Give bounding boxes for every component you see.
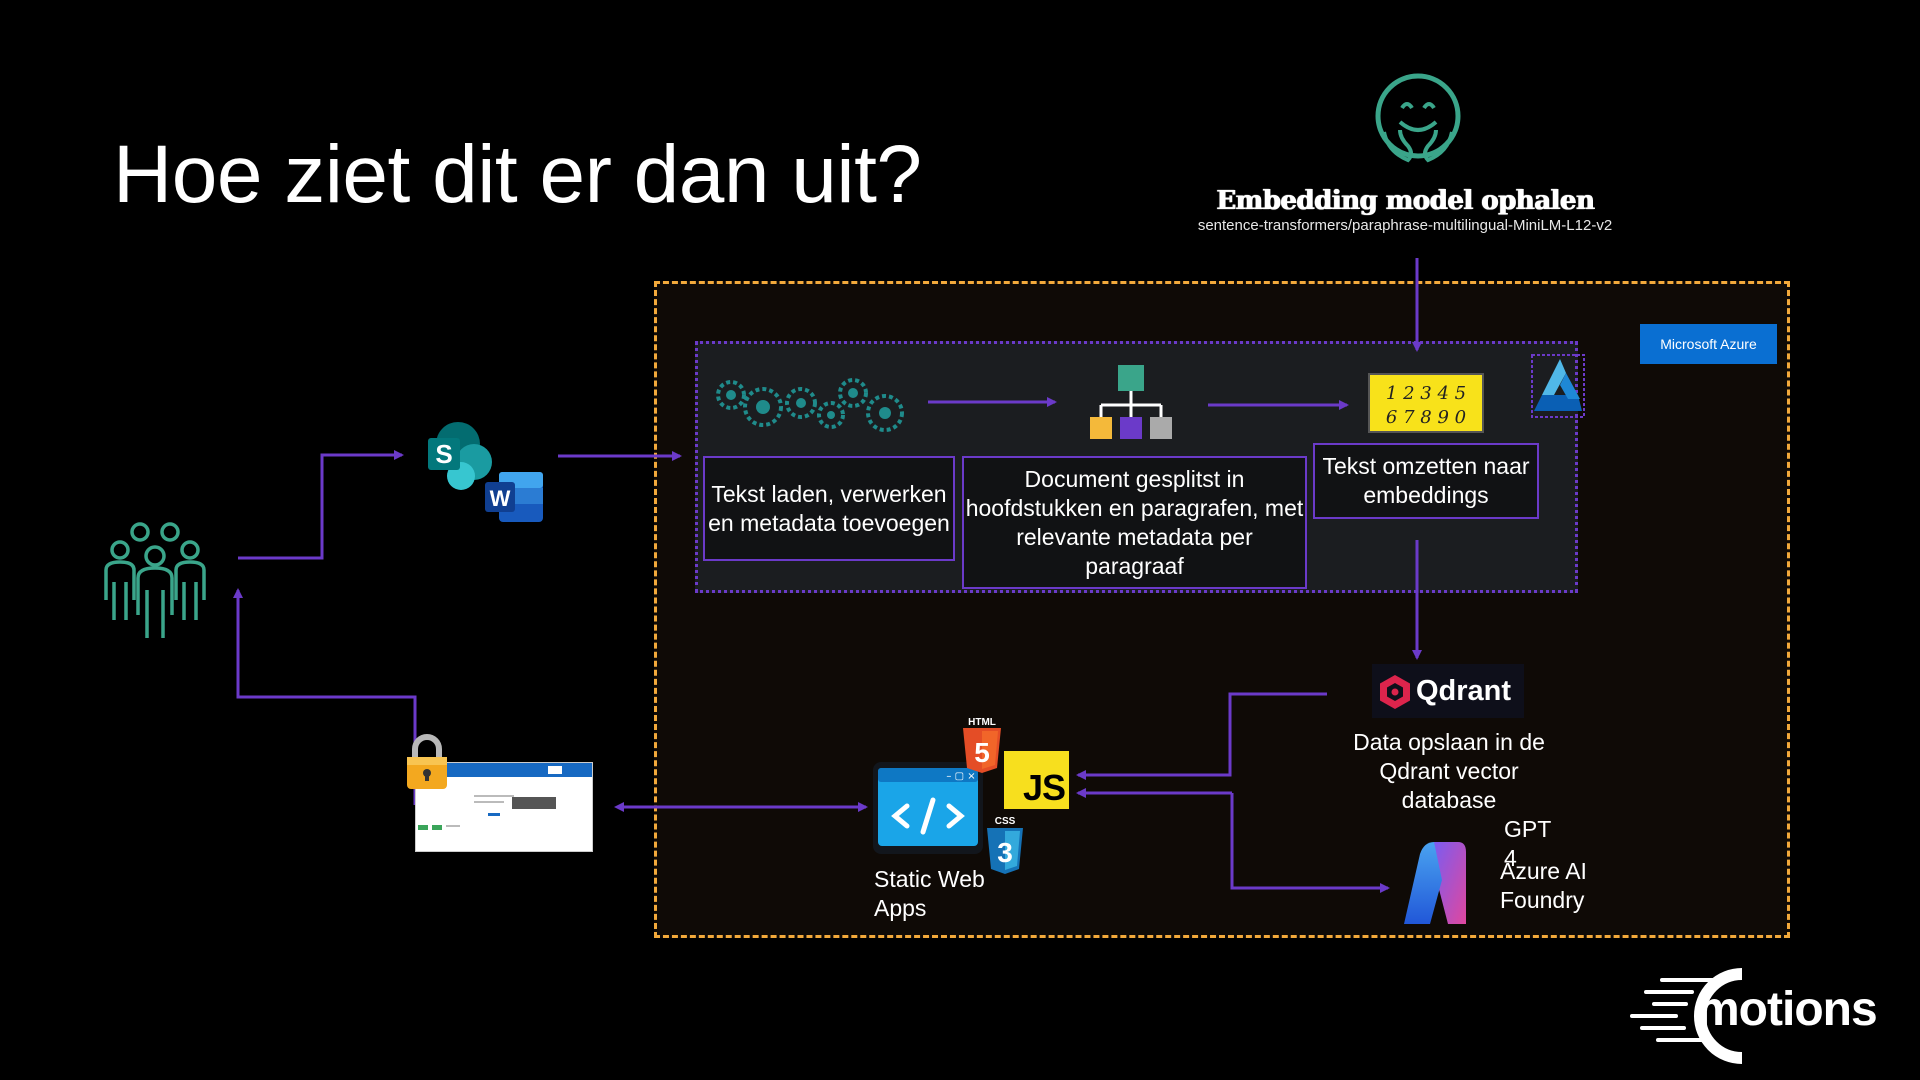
javascript-icon: JS: [1004, 751, 1069, 809]
web-portal-thumbnail: [415, 762, 593, 852]
portal-tag: [418, 825, 428, 830]
portal-tag: [432, 825, 442, 830]
lock-icon: [407, 734, 447, 789]
azure-machine-learning-icon: [1531, 354, 1585, 418]
portal-content-block: [512, 797, 556, 809]
portal-button: [488, 813, 500, 816]
step-text-loading: Tekst laden, verwerken en metadata toevo…: [703, 456, 955, 561]
microsoft-azure-badge: Microsoft Azure: [1640, 324, 1777, 364]
motions-logo-text: motions: [1697, 983, 1878, 1036]
gears-icon: [716, 378, 904, 432]
qdrant-logo-text: Qdrant: [1416, 675, 1512, 707]
hugging-face-icon: [1375, 73, 1461, 163]
qdrant-caption: Data opslaan in de Qdrant vector databas…: [1353, 729, 1545, 813]
svg-text:– ▢ ×: – ▢ ×: [946, 771, 975, 782]
css-label: CSS: [995, 816, 1016, 827]
ai-foundry-caption: Azure AI Foundry: [1500, 858, 1587, 913]
numbers-row-1: 1 2 3 4 5: [1386, 383, 1466, 404]
static-web-apps-caption: Static Web Apps: [874, 866, 985, 921]
svg-text:3: 3: [997, 837, 1013, 868]
step-embeddings: Tekst omzetten naar embeddings: [1313, 443, 1539, 519]
qdrant-icon: [1380, 675, 1410, 709]
portal-text-line: [474, 801, 504, 803]
js-label: JS: [1022, 767, 1066, 808]
users-group-icon: [104, 522, 206, 638]
hierarchy-icon: [1090, 365, 1172, 439]
html5-icon: HTML 5: [963, 717, 1001, 773]
sharepoint-icon: S: [428, 422, 492, 490]
step-document-splitting: Document gesplitst in hoofdstukken en pa…: [962, 456, 1307, 589]
numbers-icon: 1 2 3 4 5 6 7 8 9 0: [1368, 373, 1484, 433]
word-letter: W: [490, 486, 511, 511]
word-icon: W: [485, 472, 543, 522]
numbers-row-2: 6 7 8 9 0: [1386, 407, 1466, 428]
sharepoint-letter: S: [435, 439, 452, 469]
qdrant-logo: Qdrant: [1372, 664, 1524, 718]
svg-text:5: 5: [974, 737, 990, 768]
static-web-apps-icon: – ▢ ×: [873, 762, 983, 854]
css3-icon: CSS 3: [987, 816, 1023, 874]
ai-model-name: GPT 4: [1504, 816, 1551, 871]
page-title: Hoe ziet dit er dan uit?: [113, 129, 922, 220]
embedding-title: Embedding model ophalen: [1215, 186, 1595, 216]
portal-text-line: [446, 825, 460, 827]
motions-logo: [1630, 968, 1743, 1064]
portal-logo-placeholder: [548, 766, 562, 774]
azure-ai-foundry-icon: [1404, 842, 1466, 924]
html-label: HTML: [968, 717, 996, 728]
portal-text-line: [474, 795, 514, 797]
embedding-model-name: sentence-transformers/paraphrase-multili…: [1197, 217, 1613, 234]
